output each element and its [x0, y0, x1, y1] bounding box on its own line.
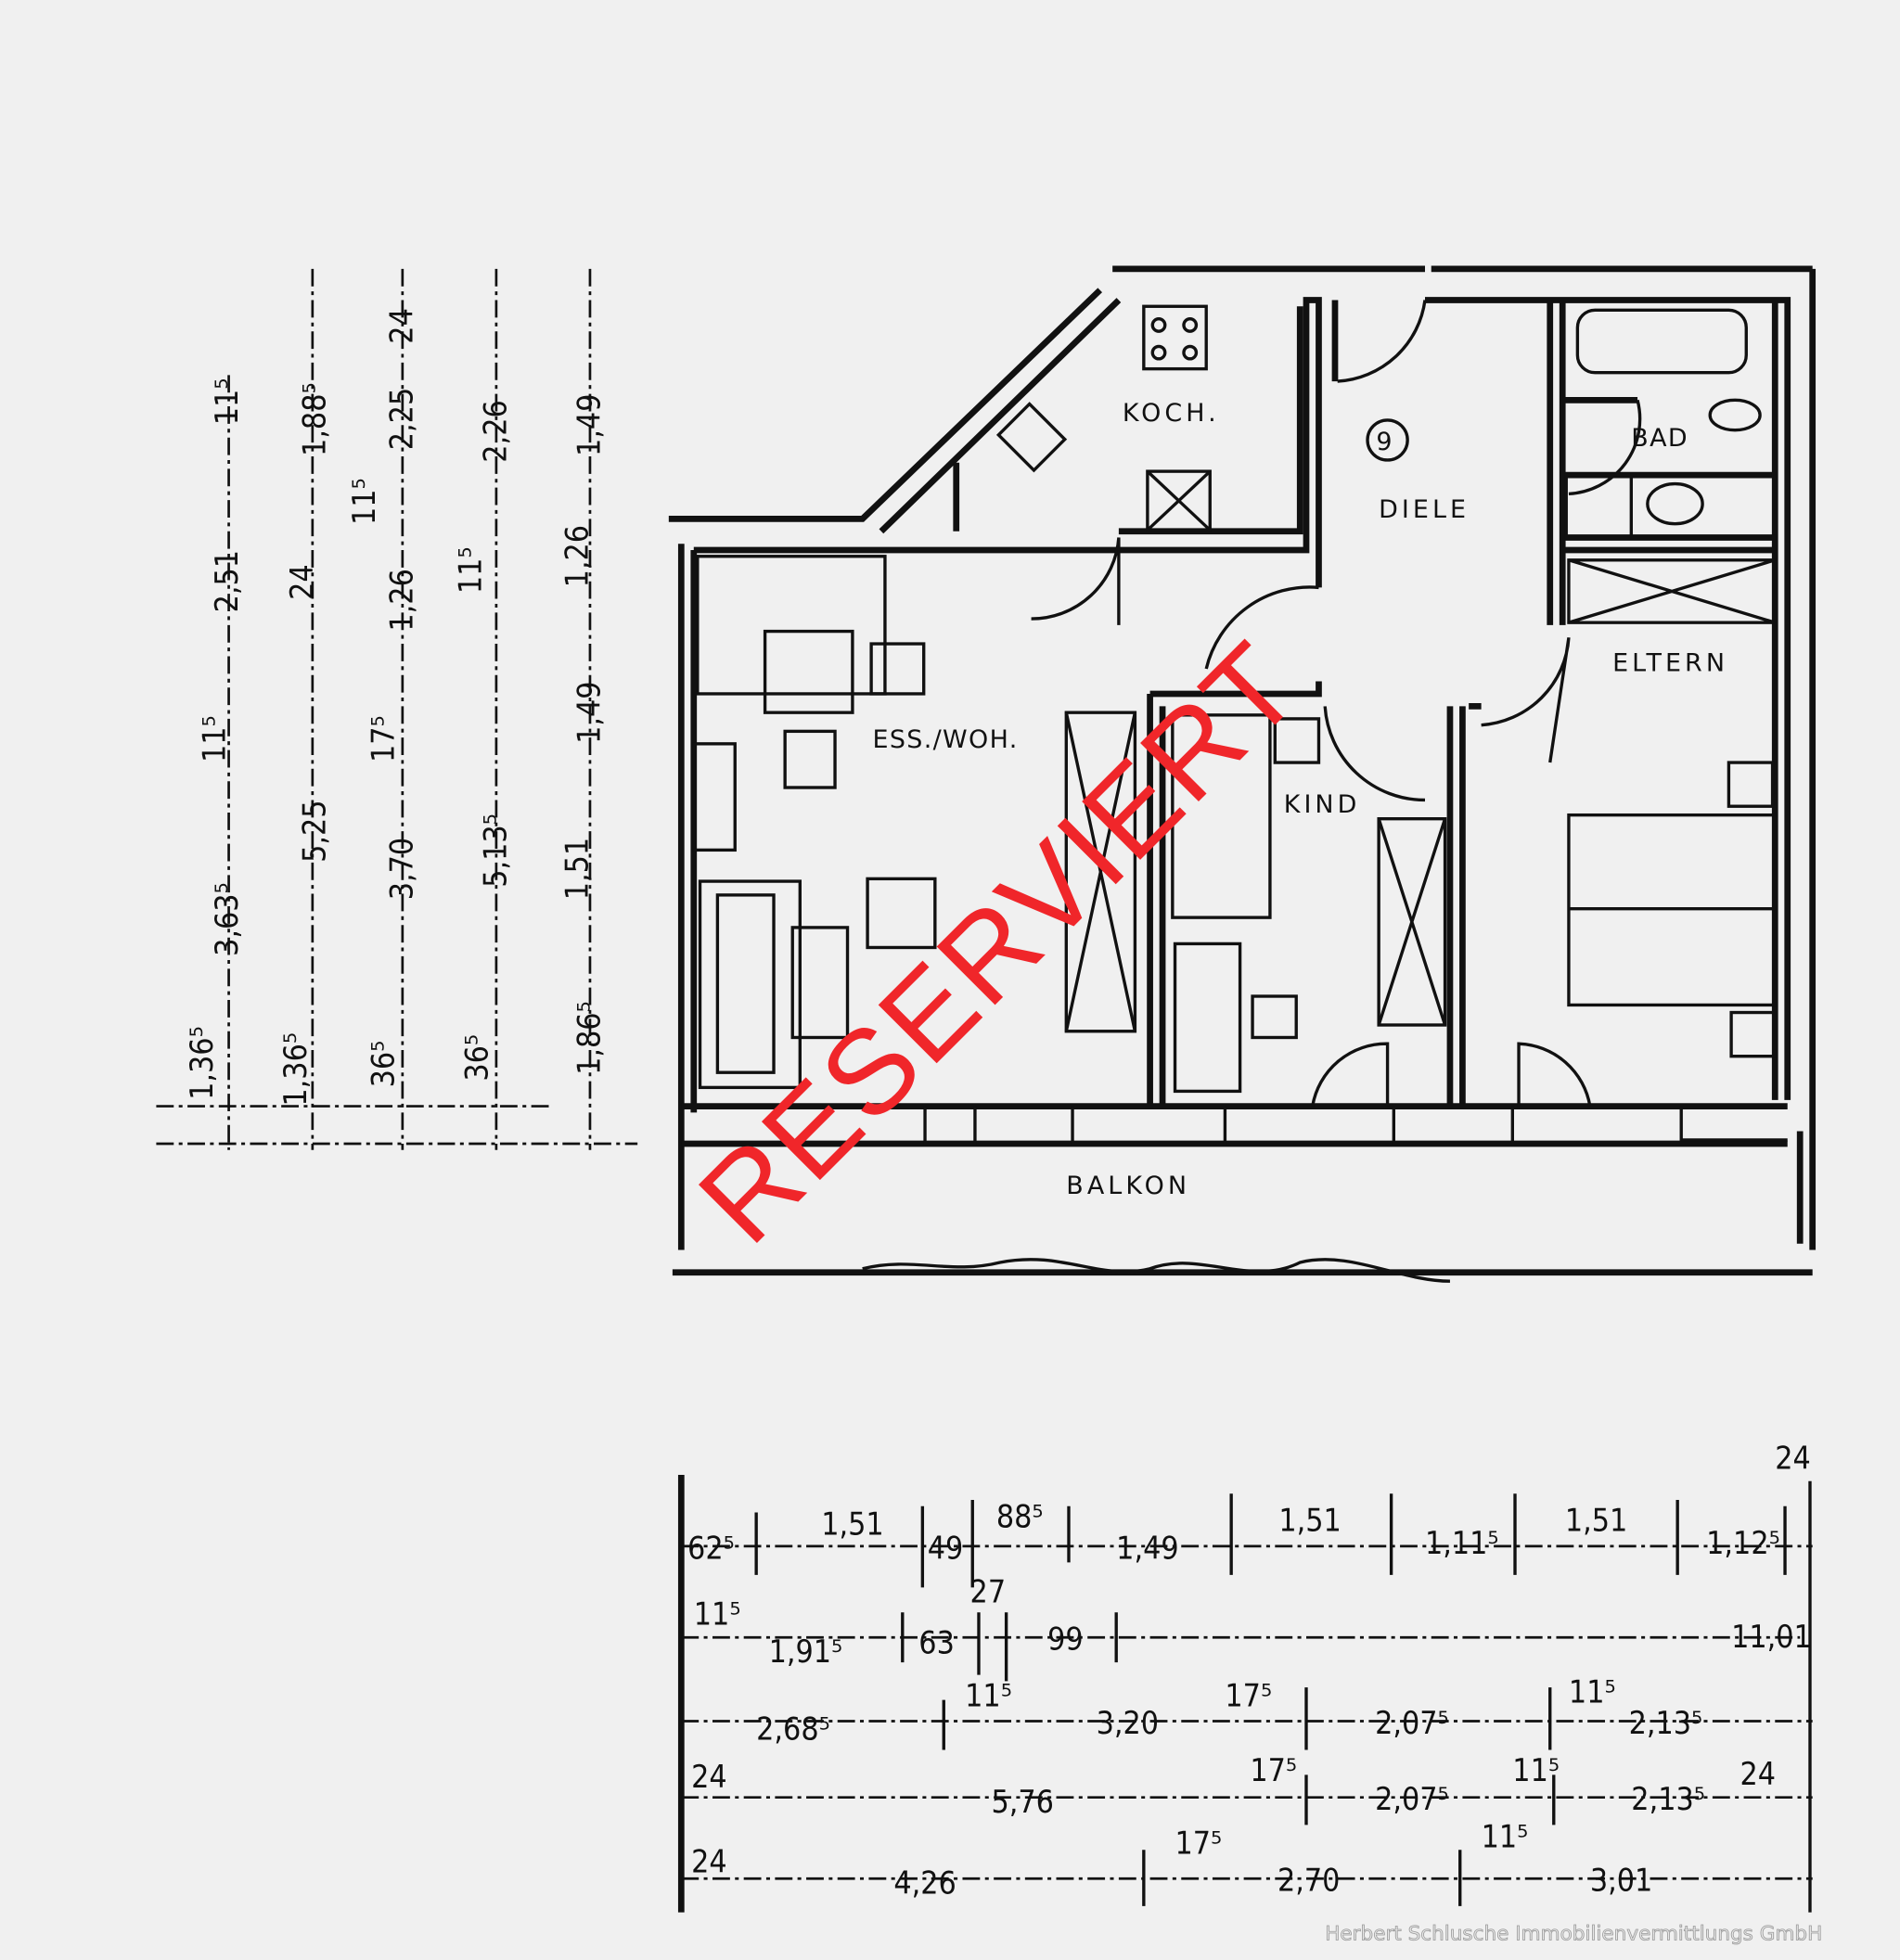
dim-h2-5: 99 — [1047, 1621, 1084, 1658]
dim-h3-6: 11⁵ — [1569, 1673, 1616, 1710]
unit-number: 9 — [1376, 428, 1392, 456]
watermark: Herbert Schlusche Immobilienvermittlungs… — [1325, 1922, 1822, 1945]
dim-h1-7: 1,11⁵ — [1425, 1525, 1499, 1561]
dim-h3-1: 2,68⁵ — [756, 1711, 830, 1748]
dim-h2-4: 27 — [970, 1573, 1007, 1609]
dim-v2-1: 1,88⁵ — [296, 382, 332, 456]
room-label-living: ESS./WOH. — [872, 725, 1018, 754]
dim-v1-1: 11⁵ — [209, 378, 245, 426]
dim-h1-5: 1,49 — [1116, 1530, 1178, 1566]
doors — [1031, 300, 1642, 1107]
dim-v2-4: 1,36⁵ — [277, 1032, 314, 1107]
room-label-parents: ELTERN — [1612, 649, 1728, 678]
room-label-kitchen: KOCH. — [1123, 399, 1220, 428]
dim-v3-6: 3,70 — [384, 838, 420, 900]
dim-v1-3: 11⁵ — [197, 715, 233, 762]
dim-h4-6: 2,13⁵ — [1631, 1781, 1705, 1817]
unit-number-circle — [1366, 418, 1409, 462]
dim-v2-2: 24 — [284, 564, 320, 600]
dim-h3-2: 11⁵ — [965, 1677, 1012, 1713]
dim-h4-4: 2,07⁵ — [1375, 1781, 1449, 1817]
dim-h1-2: 1,51 — [821, 1506, 883, 1543]
horizontal-dimensions: 62⁵ 1,51 49 88⁵ 1,49 1,51 1,11⁵ 1,51 1,1… — [677, 1440, 1813, 1913]
dim-h1-4: 88⁵ — [996, 1499, 1044, 1535]
dim-v4-2: 11⁵ — [453, 546, 489, 594]
dim-h4-5: 11⁵ — [1512, 1752, 1560, 1788]
dim-v5-4: 1,51 — [558, 838, 595, 900]
dim-v3-5: 17⁵ — [365, 715, 401, 762]
dim-h5-3: 17⁵ — [1175, 1825, 1223, 1861]
dim-h2-6: 11,01 — [1731, 1619, 1812, 1655]
dim-v3-1: 24 — [384, 308, 420, 344]
dim-v5-5: 1,86⁵ — [571, 1001, 608, 1075]
dim-h1-3: 49 — [928, 1530, 964, 1566]
dim-h1-1: 62⁵ — [687, 1530, 735, 1566]
dim-v5-3: 1,49 — [571, 681, 608, 743]
dim-h4-1: 24 — [691, 1759, 727, 1795]
room-label-hall: DIELE — [1379, 495, 1470, 524]
dim-v4-1: 2,26 — [478, 400, 514, 462]
vertical-dimensions: 11⁵ 2,51 11⁵ 3,63⁵ 1,36⁵ 1,88⁵ 24 5,25 1… — [156, 268, 638, 1150]
dim-v1-2: 2,51 — [209, 550, 245, 612]
dim-h2-1: 11⁵ — [694, 1596, 741, 1633]
dim-v2-3: 5,25 — [296, 800, 332, 862]
dim-h3-5: 2,07⁵ — [1375, 1705, 1449, 1741]
dim-v3-4: 1,26 — [384, 569, 420, 631]
dim-h2-2: 1,91⁵ — [769, 1633, 843, 1670]
dim-h2-3: 63 — [918, 1625, 955, 1661]
dim-v5-2: 1,26 — [558, 525, 595, 587]
dim-h3-4: 17⁵ — [1225, 1677, 1272, 1713]
dim-h3-7: 2,13⁵ — [1629, 1705, 1703, 1741]
dim-h4-3: 17⁵ — [1250, 1752, 1297, 1788]
dim-v5-1: 1,49 — [571, 394, 608, 456]
dim-h5-2: 4,26 — [893, 1864, 956, 1901]
dim-h5-4: 2,70 — [1277, 1863, 1340, 1899]
dim-h4-2: 5,76 — [991, 1784, 1053, 1820]
room-label-child: KIND — [1284, 790, 1361, 819]
dim-v4-4: 36⁵ — [458, 1034, 494, 1082]
dim-v3-7: 36⁵ — [365, 1041, 401, 1088]
room-label-bath: BAD — [1631, 424, 1688, 453]
dim-h1-9: 1,12⁵ — [1706, 1525, 1780, 1561]
dim-h1-8: 1,51 — [1565, 1503, 1627, 1539]
room-label-balcony: BALKON — [1066, 1172, 1190, 1200]
dim-h5-1: 24 — [691, 1844, 727, 1880]
dim-h1-10: 24 — [1775, 1440, 1811, 1476]
dim-h5-5: 11⁵ — [1482, 1819, 1529, 1855]
dim-v1-4: 3,63⁵ — [209, 882, 245, 956]
dim-v1-5: 1,36⁵ — [184, 1026, 220, 1100]
dim-v4-3: 5,13⁵ — [478, 813, 514, 888]
dim-h3-3: 3,20 — [1097, 1705, 1159, 1741]
dim-h5-6: 3,01 — [1590, 1863, 1652, 1899]
dim-v3-3: 11⁵ — [346, 478, 382, 525]
dim-v3-2: 2,25 — [384, 388, 420, 450]
furniture — [692, 304, 1777, 1283]
dim-h1-6: 1,51 — [1278, 1503, 1341, 1539]
dim-h4-7: 24 — [1740, 1756, 1777, 1792]
